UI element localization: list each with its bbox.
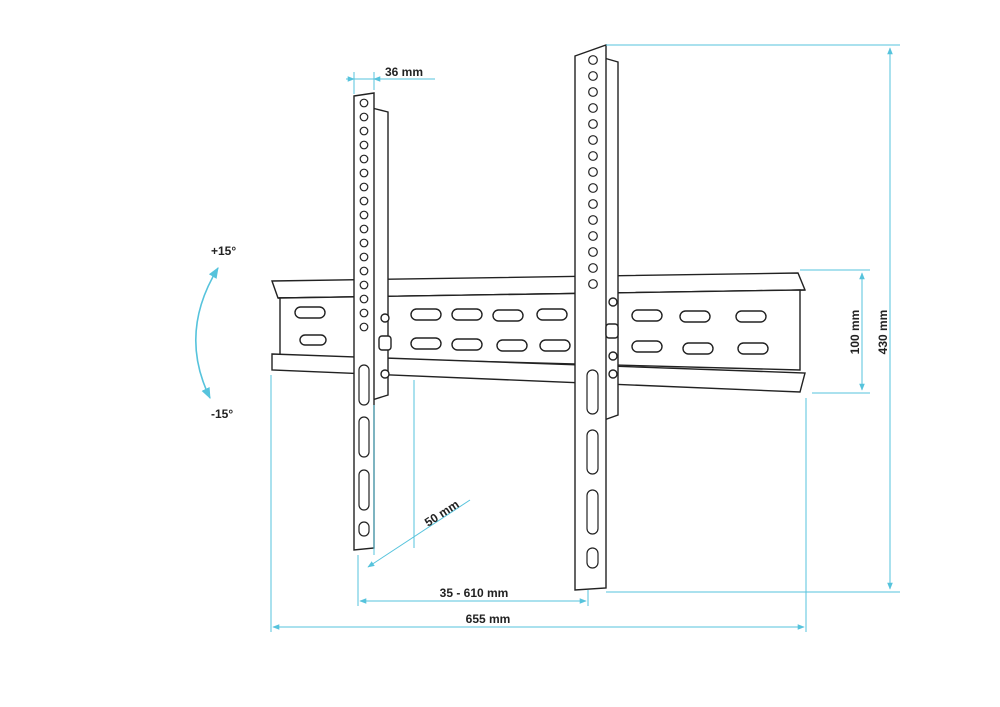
right-arm-slots <box>586 369 599 569</box>
right-arm <box>574 44 619 591</box>
right-arm-holes <box>588 55 598 289</box>
left-arm-slots <box>358 364 370 537</box>
arm-width-label: 36 mm <box>385 65 423 79</box>
wall-rail <box>271 272 807 393</box>
bracket-width-label: 655 mm <box>466 612 511 626</box>
bracket-height-label: 430 mm <box>876 310 890 355</box>
arm-spacing-label: 35 - 610 mm <box>440 586 509 600</box>
rail-slots-lower <box>299 334 769 355</box>
left-arm-holes <box>359 98 369 332</box>
depth-dimension-line <box>367 499 471 568</box>
rail-height-label: 100 mm <box>848 310 862 355</box>
tilt-down-label: -15° <box>211 407 233 421</box>
dimension-lines <box>195 44 900 632</box>
rail-slots-upper <box>294 306 767 323</box>
left-arm <box>353 92 392 551</box>
wall-distance-label: 50 mm <box>422 497 462 529</box>
tilt-up-label: +15° <box>211 244 236 258</box>
tilt-arc <box>195 267 219 400</box>
